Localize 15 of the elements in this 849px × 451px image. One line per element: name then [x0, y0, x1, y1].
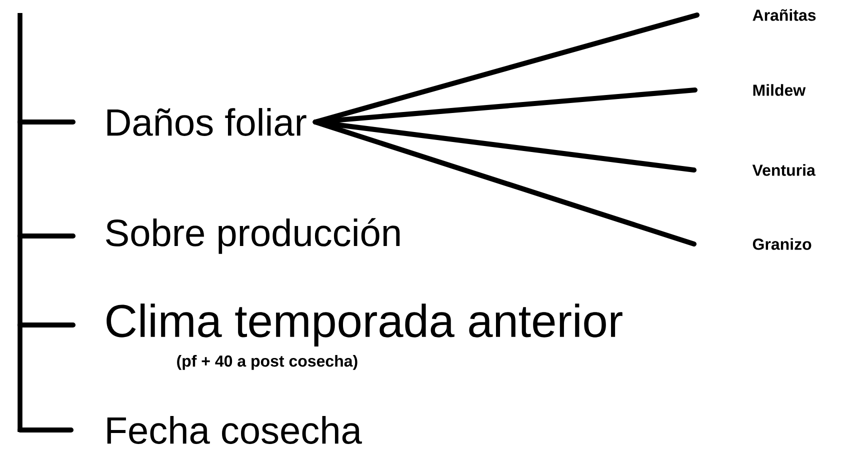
connector-line [17, 427, 74, 433]
category-label: Sobre producción [106, 218, 400, 254]
category-label: Clima temporada anterior [106, 304, 622, 346]
leaf-label: Granizo [752, 238, 812, 250]
connector-line [17, 322, 76, 328]
category-label: Daños foliar [107, 108, 306, 136]
vertical-bar [18, 13, 22, 432]
leaf-label: Mildew [753, 84, 806, 96]
leaf-label: Venturia [752, 164, 816, 176]
leaf-label: Arañitas [752, 9, 816, 21]
connector-line [17, 119, 76, 125]
note-text: (pf + 40 a post cosecha) [177, 354, 358, 370]
connector-line [17, 233, 76, 239]
connector-line [312, 119, 697, 247]
category-label: Fecha cosecha [107, 416, 362, 444]
